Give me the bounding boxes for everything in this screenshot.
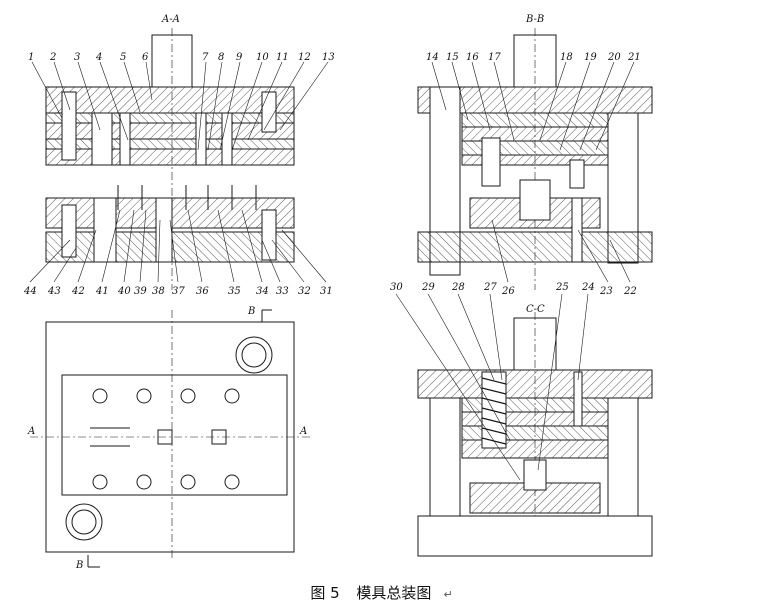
- part-label-18: 18: [560, 52, 573, 63]
- part-label-25: 25: [555, 282, 569, 293]
- part-label-31: 31: [320, 286, 333, 297]
- part-label-4: 4: [95, 52, 102, 63]
- part-label-2: 2: [49, 52, 56, 63]
- part-label-32: 32: [298, 286, 311, 297]
- part-label-44: 44: [23, 286, 37, 297]
- part-label-28: 28: [451, 282, 465, 293]
- part-label-42: 42: [71, 286, 85, 297]
- part-label-6: 6: [142, 52, 149, 63]
- view-bb-title: B-B: [525, 14, 544, 25]
- view-cc: C-C: [417, 304, 653, 557]
- plan-section-a-right: A: [299, 426, 307, 437]
- part-label-1: 1: [28, 52, 34, 63]
- part-label-12: 12: [298, 52, 311, 63]
- plan-section-a-left: A: [27, 426, 35, 437]
- part-label-33: 33: [276, 286, 289, 297]
- assembly-drawing: A-A: [23, 14, 653, 571]
- part-label-29: 29: [421, 282, 435, 293]
- part-label-21: 21: [627, 52, 641, 63]
- part-label-38: 38: [152, 286, 165, 297]
- part-label-20: 20: [607, 52, 621, 63]
- part-label-41: 41: [95, 286, 109, 297]
- part-label-7: 7: [202, 52, 209, 63]
- plan-section-b-bottom: B: [75, 560, 83, 571]
- caption-text: 模具总装图: [356, 584, 432, 602]
- view-cc-title: C-C: [526, 304, 545, 315]
- cc-pillar-right: [607, 397, 639, 517]
- cc-spring: [481, 371, 507, 449]
- part-label-19: 19: [584, 52, 597, 63]
- part-label-3: 3: [74, 52, 80, 63]
- part-label-13: 13: [322, 52, 335, 63]
- part-label-17: 17: [488, 52, 501, 63]
- part-label-14: 14: [426, 52, 439, 63]
- part-label-23: 23: [599, 286, 613, 297]
- leader-lines: [29, 61, 635, 481]
- part-label-37: 37: [172, 286, 185, 297]
- part-label-16: 16: [466, 52, 479, 63]
- part-label-11: 11: [276, 52, 289, 63]
- part-label-27: 27: [483, 282, 497, 293]
- part-label-39: 39: [134, 286, 147, 297]
- part-label-34: 34: [256, 286, 269, 297]
- part-label-43: 43: [47, 286, 61, 297]
- view-bb: B-B: [417, 14, 653, 290]
- part-label-10: 10: [256, 52, 269, 63]
- part-label-8: 8: [218, 52, 224, 63]
- aa-upper-plate: [45, 86, 295, 114]
- part-label-36: 36: [196, 286, 209, 297]
- part-label-22: 22: [623, 286, 637, 297]
- cc-pillar-left: [429, 397, 461, 517]
- part-label-40: 40: [117, 286, 131, 297]
- caption-label: 图 5: [310, 584, 340, 602]
- caption-return-mark: ↵: [443, 588, 453, 601]
- part-labels: 1 2 3 4 5 6 7 8 9 10 11 12 13 44 43 42 4…: [23, 52, 641, 297]
- part-label-5: 5: [120, 52, 126, 63]
- part-label-35: 35: [228, 286, 241, 297]
- plan-section-b-top: B: [247, 306, 255, 317]
- view-aa-title: A-A: [161, 14, 180, 25]
- part-label-15: 15: [446, 52, 459, 63]
- figure-caption: 图 5 模具总装图 ↵: [0, 582, 763, 603]
- view-plan: A A B B: [27, 306, 310, 571]
- part-label-9: 9: [236, 52, 243, 63]
- part-label-24: 24: [581, 282, 595, 293]
- part-label-30: 30: [390, 282, 403, 293]
- part-label-26: 26: [501, 286, 515, 297]
